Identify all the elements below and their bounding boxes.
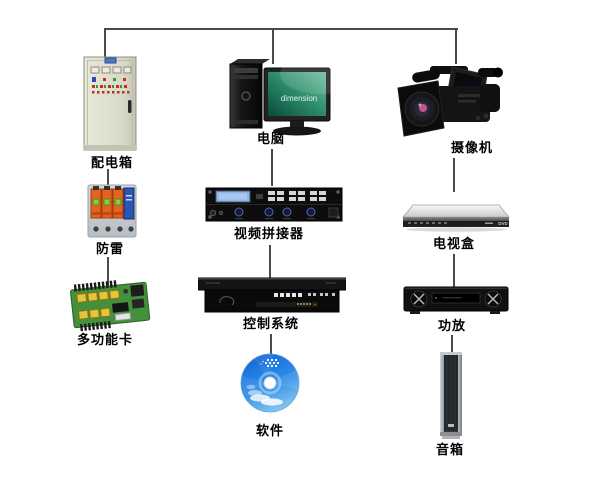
control-top-unit — [198, 277, 346, 291]
tv-box-icon: DVD — [401, 204, 511, 232]
pin-header-bottom — [79, 321, 111, 332]
camera-viewfinder — [478, 67, 503, 78]
camera-label: 摄像机 — [450, 140, 494, 155]
computer-icon: dimension — [229, 56, 332, 136]
surge-terminals — [93, 226, 134, 232]
line-power-box-to-surge — [107, 169, 109, 185]
node-tv-box: DVD — [399, 202, 513, 233]
pcb-connector-white — [114, 312, 132, 322]
line-amplifier-to-speaker — [451, 335, 453, 353]
line-camera-to-tvbox — [453, 158, 455, 192]
camera-icon — [397, 66, 503, 137]
bus-drop-camera — [455, 28, 457, 64]
speaker-label: 音箱 — [435, 442, 465, 457]
line-surge-to-card — [107, 257, 109, 286]
control-bottom-unit — [204, 289, 340, 313]
monitor-screen-text: dimension — [281, 94, 317, 103]
video-splicer-icon — [205, 187, 343, 222]
tv-box-label: 电视盒 — [432, 236, 476, 251]
node-amplifier — [402, 285, 510, 316]
computer-label: 电脑 — [256, 131, 286, 146]
surge-module-blue — [123, 187, 135, 220]
node-software — [239, 352, 301, 414]
tv-box-dvd-logo: DVD — [498, 221, 508, 226]
line-splicer-to-control — [269, 245, 271, 278]
camera-microphone — [412, 69, 440, 83]
node-video-splicer — [205, 186, 343, 223]
monitor-stand — [290, 121, 304, 127]
tv-box-top — [401, 204, 511, 218]
tv-box-front-buttons — [408, 222, 447, 224]
amplifier-right-knob — [484, 290, 502, 308]
line-control-to-software — [270, 334, 272, 355]
camera-lens-hood — [397, 80, 445, 137]
cabinet-nameplate — [104, 57, 117, 64]
line-tvbox-to-amplifier — [453, 254, 455, 289]
computer-monitor: dimension — [263, 56, 332, 136]
relay-blocks — [76, 289, 120, 320]
node-speaker — [437, 350, 465, 440]
node-control-system — [198, 275, 346, 316]
pin-header-top — [73, 280, 117, 292]
rj45-port — [130, 284, 145, 297]
video-splicer-label: 视频拼接器 — [233, 226, 305, 241]
cd-clouds — [246, 384, 283, 406]
node-power-box — [83, 56, 137, 153]
node-multifunction-card — [68, 274, 153, 334]
power-box-icon — [83, 56, 137, 151]
multifunction-card-label: 多功能卡 — [76, 332, 134, 347]
multifunction-card-icon — [70, 280, 151, 332]
monitor-base — [273, 126, 321, 136]
surge-protector-icon — [87, 184, 137, 238]
speaker-icon — [440, 352, 462, 439]
control-ports — [274, 293, 302, 297]
power-box-label: 配电箱 — [90, 155, 134, 170]
surge-modules-orange — [90, 186, 124, 219]
splicer-buttons — [268, 191, 326, 201]
top-bus-line — [104, 28, 458, 30]
pcb-chip — [111, 302, 129, 313]
cd-center-hole — [263, 376, 277, 390]
cabinet-indicator-lights — [92, 77, 130, 94]
cabinet-door-handle — [128, 100, 132, 113]
monitor-screen — [268, 72, 326, 116]
software-cd-icon — [240, 353, 300, 413]
amplifier-label: 功放 — [437, 318, 467, 333]
node-computer: dimension — [226, 56, 332, 138]
control-system-icon — [198, 277, 346, 313]
rack-screws — [208, 190, 340, 219]
control-system-label: 控制系统 — [242, 316, 300, 331]
control-yellow-leds — [297, 303, 311, 305]
speaker-badge — [448, 424, 454, 427]
line-computer-to-splicer — [271, 149, 273, 186]
software-label: 软件 — [255, 423, 285, 438]
splicer-knobs — [209, 207, 316, 220]
cd-logo-dots — [260, 358, 280, 368]
node-camera — [392, 54, 504, 142]
cd-hub-ring — [258, 371, 282, 395]
bus-drop-computer — [272, 28, 274, 64]
control-switches — [308, 293, 335, 296]
surge-protector-label: 防雷 — [95, 241, 125, 256]
node-surge-protector — [86, 183, 138, 240]
amplifier-icon — [403, 286, 509, 314]
control-logo-swirl — [219, 296, 235, 306]
control-vent-strip — [256, 302, 318, 307]
computer-tower — [229, 59, 270, 129]
cabinet-indicator-windows — [90, 66, 132, 74]
bus-drop-power-box — [104, 28, 106, 58]
splicer-power-socket — [328, 207, 339, 218]
amplifier-left-knob — [410, 290, 428, 308]
